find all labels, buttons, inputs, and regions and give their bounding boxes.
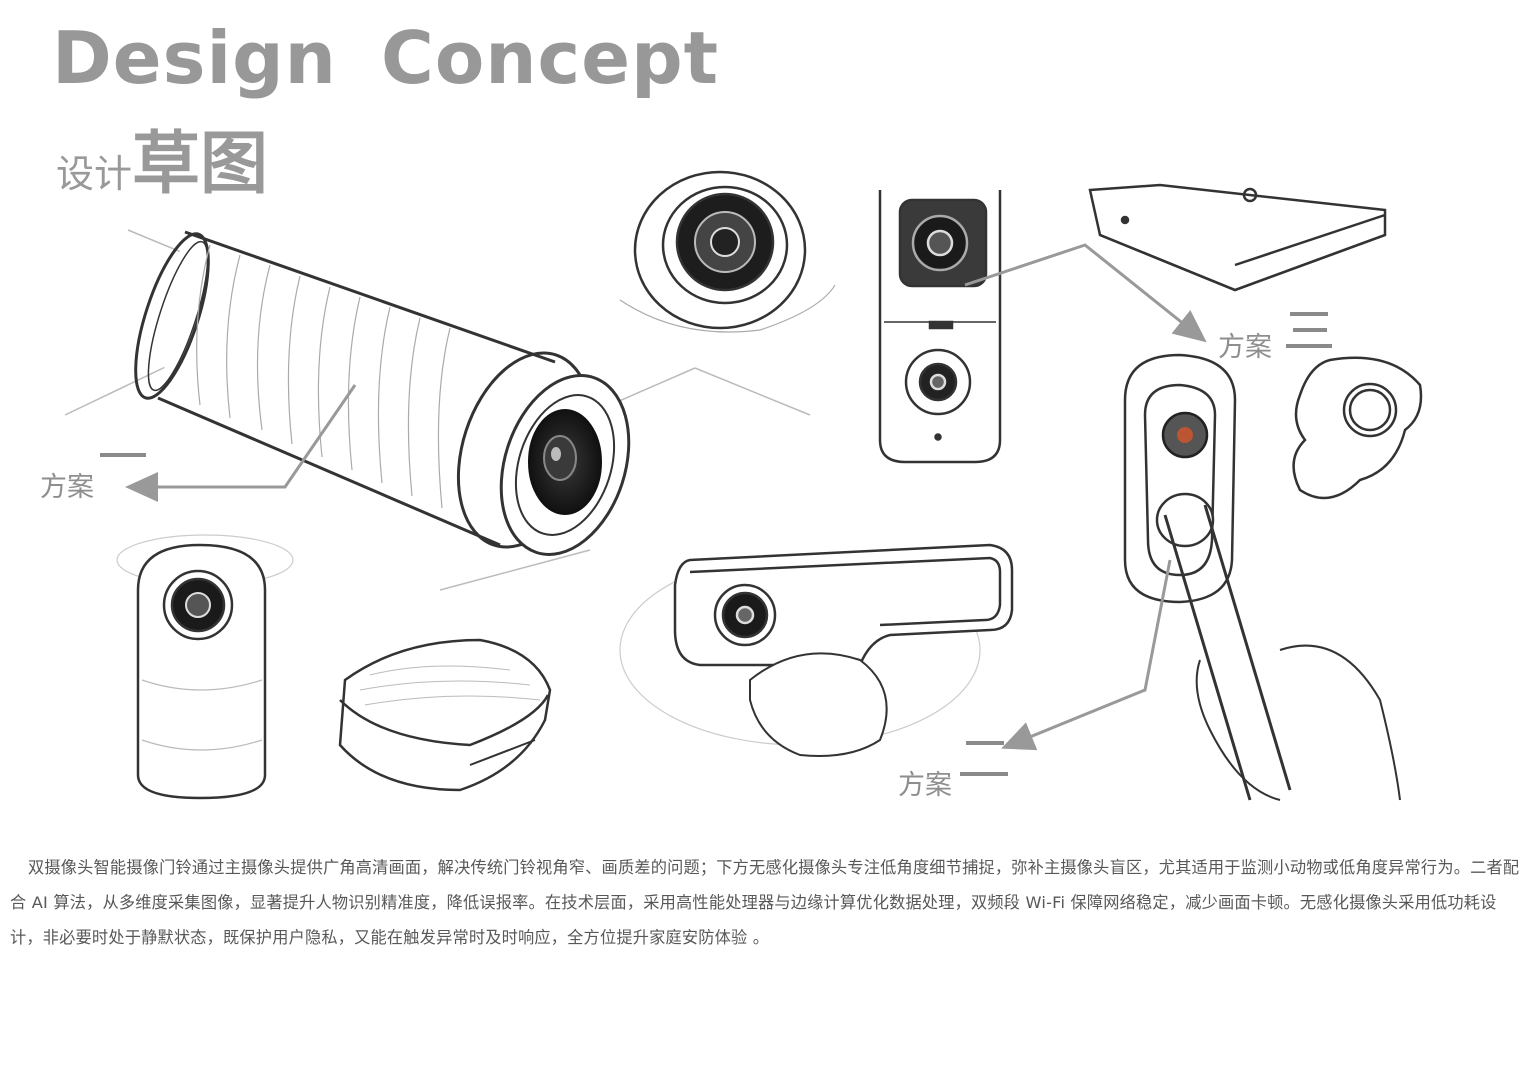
plan-3-numeral-bar-top	[1290, 312, 1328, 316]
sketch-drawing	[64, 170, 1423, 801]
title-chinese-small: 设计	[56, 152, 133, 196]
sketch-blob-camera	[1292, 356, 1423, 500]
label-plan-2-text: 方案	[898, 770, 952, 801]
label-plan-3: 方案	[1218, 325, 1272, 364]
label-plan-2: 方案	[898, 763, 952, 802]
label-plan-1: 方案	[40, 465, 94, 504]
sketch-flat-box	[1088, 183, 1387, 292]
plan-3-numeral-bar-mid	[1293, 328, 1327, 332]
description-paragraph: 双摄像头智能摄像门铃通过主摄像头提供广角高清画面，解决传统门铃视角窄、画质差的问…	[10, 858, 1520, 947]
plan-3-numeral-bar-bottom	[1286, 344, 1332, 348]
title-english: Design Concept	[52, 16, 720, 100]
label-plan-1-text: 方案	[40, 472, 94, 503]
sketch-doorbell	[878, 190, 1002, 464]
plan-2-numeral-bar-bottom	[960, 772, 1008, 776]
label-plan-3-text: 方案	[1218, 332, 1272, 363]
plan-2-numeral-bar-top	[966, 741, 1004, 745]
sketch-bar-camera	[619, 543, 1014, 757]
sketch-tube-camera	[64, 229, 811, 591]
leader-lines	[125, 243, 1207, 751]
title-chinese: 设计草图	[56, 108, 268, 207]
sketch-handheld-camera	[1123, 353, 1401, 801]
sketch-round-lens	[619, 170, 836, 333]
sketch-upright-camera	[116, 534, 294, 800]
plan-1-numeral-bar	[100, 453, 146, 457]
title-chinese-big: 草图	[132, 125, 269, 204]
sketch-rounded-pad	[338, 638, 552, 792]
